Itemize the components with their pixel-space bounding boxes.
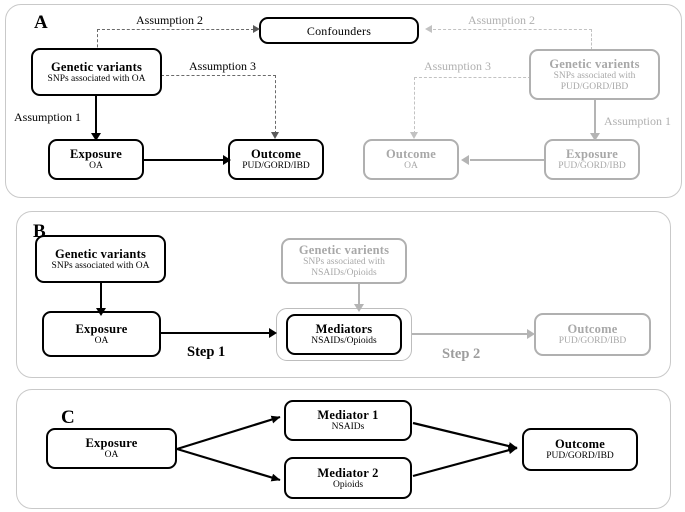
a-line-assumption1-right: [594, 100, 596, 136]
node-subtitle: SNPs associated with OA: [51, 260, 150, 271]
node-subtitle: PUD/GORD/IBD: [242, 161, 310, 171]
a-dash-assumption3-right-h: [414, 77, 536, 78]
b-arrow-mediators-outcome: [527, 329, 535, 339]
b-line-gvgray-mediators: [358, 284, 360, 307]
a-dash-assumption3-right-v: [414, 77, 415, 134]
a-line-assumption1-left: [95, 96, 97, 136]
b-label-step1: Step 1: [187, 344, 226, 360]
b-line-gv-exposure: [100, 283, 102, 311]
node-mediator-2-opioids[interactable]: Mediator 2 Opioids: [284, 457, 412, 499]
node-subtitle: PUD/GORD/IBD: [546, 451, 614, 461]
b-arrow-gv-exposure: [96, 308, 106, 316]
node-subtitle: SNPs associated with OA: [47, 73, 146, 84]
a-arrow-assumption2-left: [253, 25, 260, 33]
node-exposure-oa[interactable]: Exposure OA: [48, 139, 144, 180]
node-subtitle: Opioids: [332, 479, 364, 490]
a-arrow-exposure-outcome-right: [461, 155, 469, 165]
panel-c-letter: C: [61, 407, 75, 428]
a-dash-assumption2-right: [433, 29, 592, 30]
panel-a-letter: A: [34, 12, 48, 33]
node-subtitle: OA: [104, 450, 119, 460]
a-dash-assumption3-left-h: [161, 75, 276, 76]
a-dash-assumption3-left-v: [275, 75, 276, 134]
b-line-mediators-outcome: [412, 333, 531, 335]
a-label-assumption1-left: Assumption 1: [14, 110, 82, 124]
a-label-assumption2-right: Assumption 2: [468, 13, 536, 27]
panel-b: B Step 1 Step 2 Genetic variants SNPs as…: [16, 211, 671, 378]
node-outcome-oa[interactable]: Outcome OA: [363, 139, 459, 180]
node-confounders[interactable]: Confounders: [259, 17, 419, 44]
node-subtitle: NSAIDs: [331, 422, 365, 432]
a-label-assumption3-right: Assumption 3: [424, 59, 492, 73]
a-arrow-assumption1-left: [91, 133, 101, 141]
a-arrow-exposure-outcome-left: [223, 155, 231, 165]
b-arrow-gvgray-mediators: [354, 304, 364, 312]
a-label-assumption1-right: Assumption 1: [604, 114, 672, 128]
a-arrow-assumption3-left: [271, 132, 279, 139]
a-label-assumption2-left: Assumption 2: [136, 13, 204, 27]
node-title: Mediator 2: [317, 465, 379, 480]
node-genetic-variants-pud-gord-ibd[interactable]: Genetic varients SNPs associated with PU…: [529, 49, 660, 100]
node-title: Mediators: [315, 322, 373, 336]
node-mediators-nsaids-opioids[interactable]: Mediators NSAIDs/Opioids: [286, 314, 402, 355]
node-title: Confounders: [306, 23, 372, 38]
node-exposure-pud-gord-ibd[interactable]: Exposure PUD/GORD/IBD: [544, 139, 640, 180]
node-subtitle: NSAIDs/Opioids: [311, 336, 377, 346]
node-title: Genetic varients: [549, 56, 640, 71]
b-line-exposure-mediators: [161, 332, 274, 334]
node-subtitle: PUD/GORD/IBD: [558, 336, 627, 346]
a-dash-gv-up-right: [591, 29, 592, 50]
node-title: Exposure: [85, 436, 138, 450]
a-line-exposure-outcome-left: [144, 159, 228, 161]
node-title: Genetic variants: [54, 246, 147, 261]
node-title: Outcome: [386, 147, 436, 161]
node-subtitle: SNPs associated with: [303, 257, 385, 267]
node-subtitle: OA: [404, 161, 418, 171]
a-line-exposure-outcome-right: [470, 159, 548, 161]
node-outcome-pud-gord-ibd[interactable]: Outcome PUD/GORD/IBD: [228, 139, 324, 180]
node-subtitle-line2: NSAIDs/Opioids: [311, 268, 377, 278]
a-dash-assumption2-left: [97, 29, 254, 30]
node-mediator-1-nsaids[interactable]: Mediator 1 NSAIDs: [284, 400, 412, 441]
node-title: Outcome: [251, 147, 301, 161]
node-exposure-oa[interactable]: Exposure OA: [46, 428, 177, 469]
a-arrow-assumption3-right: [410, 132, 418, 139]
node-subtitle: OA: [89, 161, 103, 171]
a-arrow-assumption2-right: [425, 25, 432, 33]
panel-c: C Exposure OA Mediator 1 NSAIDs Mediator…: [16, 389, 671, 509]
panel-a: A Assumption 2 Assumption 3 Assumption 1…: [5, 4, 682, 198]
node-genetic-variants-nsaids-opioids[interactable]: Genetic varients SNPs associated with NS…: [281, 238, 407, 284]
node-outcome-pud-gord-ibd[interactable]: Outcome PUD/GORD/IBD: [522, 428, 638, 471]
node-title: Exposure: [69, 147, 123, 161]
node-subtitle: OA: [94, 335, 109, 346]
node-subtitle: PUD/GORD/IBD: [558, 161, 626, 171]
a-arrow-assumption1-right: [590, 133, 600, 141]
node-subtitle-line2: PUD/GORD/IBD: [560, 81, 629, 92]
node-genetic-variants-oa[interactable]: Genetic variants SNPs associated with OA: [31, 48, 162, 96]
node-subtitle: SNPs associated with: [553, 70, 636, 81]
node-title: Exposure: [75, 321, 128, 336]
node-title: Genetic varients: [298, 243, 390, 257]
node-title: Genetic variants: [50, 59, 143, 74]
node-exposure-oa[interactable]: Exposure OA: [42, 311, 161, 357]
node-genetic-variants-oa[interactable]: Genetic variants SNPs associated with OA: [35, 235, 166, 283]
node-title: Outcome: [567, 322, 618, 336]
node-title: Outcome: [555, 437, 605, 451]
b-label-step2: Step 2: [442, 346, 481, 362]
node-title: Mediator 1: [317, 408, 379, 422]
panel-c-connectors: [176, 415, 518, 482]
node-title: Exposure: [565, 147, 619, 161]
node-outcome-pud-gord-ibd[interactable]: Outcome PUD/GORD/IBD: [534, 313, 651, 356]
b-arrow-exposure-mediators: [269, 328, 277, 338]
a-label-assumption3-left: Assumption 3: [189, 59, 257, 73]
